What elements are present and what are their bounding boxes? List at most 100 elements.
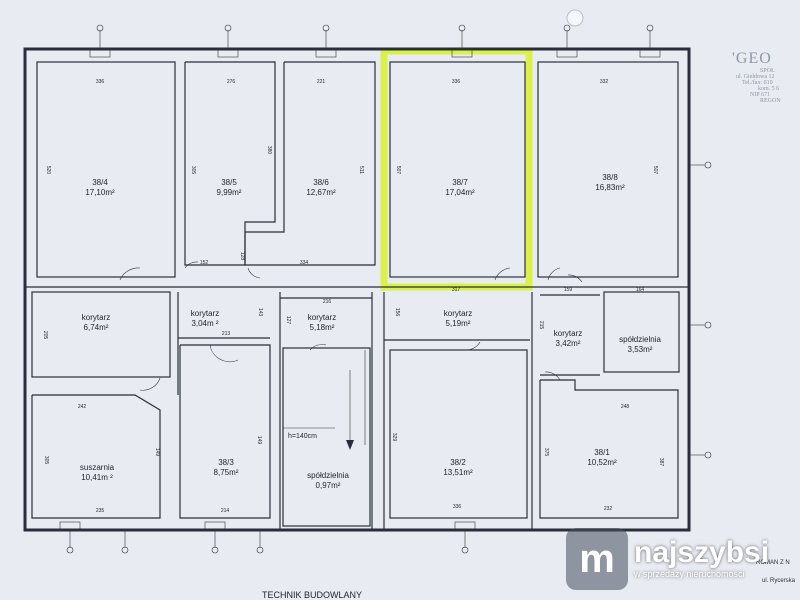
room-area: 0,97m² bbox=[316, 481, 341, 490]
firm-header: 'GEO SPÓŁ ul. Giełdowa 12 Tel./fax: 010 … bbox=[732, 50, 800, 104]
room-area: 17,10m² bbox=[85, 188, 115, 197]
room-label-38-3: 38/38,75m² bbox=[214, 458, 239, 477]
watermark-tagline: w sprzedaży nieruchomości bbox=[634, 569, 745, 579]
dimension-label: 215 bbox=[538, 321, 544, 330]
dimension-label: 248 bbox=[621, 404, 630, 410]
room-label-38-2: 38/213,51m² bbox=[443, 458, 473, 477]
dimension-label: 334 bbox=[300, 260, 309, 266]
room-area: 17,04m² bbox=[445, 188, 475, 197]
spoldzielnia-a-outline bbox=[603, 291, 680, 373]
firm-line: SPÓŁ bbox=[760, 68, 775, 74]
room-area: 10,52m² bbox=[587, 458, 617, 467]
room-name: 38/8 bbox=[602, 173, 618, 182]
room-area: 5,19m² bbox=[446, 319, 471, 328]
room-38-4-outline bbox=[36, 61, 176, 278]
room-area: 16,83m² bbox=[595, 183, 625, 192]
room-name: korytarz bbox=[308, 313, 336, 322]
room-area: 6,74m² bbox=[84, 323, 109, 332]
room-38-6-outline bbox=[244, 61, 376, 266]
dimension-label: 511 bbox=[358, 166, 364, 174]
room-label-38-1: 38/110,52m² bbox=[587, 448, 617, 467]
firm-line: Tel./fax: 010 bbox=[742, 80, 773, 86]
spoldzielnia-b-outline bbox=[282, 347, 371, 527]
room-name: 38/1 bbox=[594, 448, 610, 457]
firm-line: kom. 5 6 bbox=[758, 86, 780, 92]
room-name: suszarnia bbox=[80, 463, 115, 472]
corridor-a-outline bbox=[31, 291, 171, 378]
room-area: 8,75m² bbox=[214, 468, 239, 477]
room-label-38-8: 38/816,83m² bbox=[595, 173, 625, 192]
dimension-label: 329 bbox=[391, 433, 397, 442]
room-name: korytarz bbox=[554, 329, 582, 338]
dimension-label: 380 bbox=[266, 146, 272, 155]
dimension-label: 276 bbox=[227, 79, 236, 85]
dimension-label: 305 bbox=[43, 456, 49, 465]
room-area: 3,42m² bbox=[556, 339, 581, 348]
room-label-38-5: 38/59,99m² bbox=[217, 178, 242, 197]
dimension-label: 221 bbox=[317, 79, 326, 85]
footer-title: TECHNIK BUDOWLANY bbox=[262, 590, 362, 600]
room-name: korytarz bbox=[444, 309, 472, 318]
binder-hole bbox=[566, 9, 584, 27]
stair-height-note: h=140cm bbox=[288, 433, 317, 440]
dimension-label: 387 bbox=[658, 458, 664, 467]
dimension-label: 507 bbox=[652, 166, 658, 175]
dimension-label: 305 bbox=[190, 166, 196, 175]
firm-line: NIP 671 bbox=[750, 92, 770, 98]
room-area: 10,41m ² bbox=[81, 473, 113, 482]
dimension-label: 164 bbox=[636, 287, 645, 293]
dimension-label: 143 bbox=[257, 308, 263, 317]
dimension-label: 317 bbox=[452, 287, 461, 293]
watermark-logo: m najszybsi w sprzedaży nieruchomości bbox=[566, 528, 792, 590]
dimension-label: 375 bbox=[543, 448, 549, 457]
room-name: korytarz bbox=[82, 313, 110, 322]
dimension-label: 149 bbox=[154, 448, 160, 457]
dimension-label: 156 bbox=[394, 308, 400, 317]
firm-name: 'GEO bbox=[732, 50, 772, 67]
room-label-38-6: 38/612,67m² bbox=[306, 178, 336, 197]
room-label-38-4: 38/417,10m² bbox=[85, 178, 115, 197]
room-38-7-outline bbox=[389, 61, 526, 278]
room-38-5-outline bbox=[184, 61, 276, 266]
room-area: 5,18m² bbox=[310, 323, 335, 332]
dimension-label: 507 bbox=[395, 166, 401, 175]
room-area: 3,53m² bbox=[628, 345, 653, 354]
dimension-label: 232 bbox=[604, 506, 613, 512]
outer-wall bbox=[23, 47, 691, 532]
dimension-label: 216 bbox=[323, 299, 332, 305]
stamp-line: ul. Rycerska bbox=[762, 578, 796, 584]
room-name: 38/3 bbox=[218, 458, 234, 467]
room-name: 38/6 bbox=[313, 178, 329, 187]
dimension-label: 152 bbox=[200, 260, 209, 266]
dimension-label: 149 bbox=[256, 436, 262, 445]
stamp-line: ROMAN Z N bbox=[756, 560, 790, 566]
dimension-label: 332 bbox=[600, 79, 609, 85]
dimension-label: 336 bbox=[453, 504, 462, 510]
dimension-label: 242 bbox=[78, 404, 87, 410]
room-name: 38/4 bbox=[92, 178, 108, 187]
dimension-label: 214 bbox=[221, 508, 230, 514]
firm-line: REGON bbox=[760, 98, 781, 104]
room-label-38-7: 38/717,04m² bbox=[445, 178, 475, 197]
firm-line: ul. Giełdowa 12 bbox=[736, 74, 775, 80]
room-name: spółdzielnia bbox=[307, 471, 349, 480]
dimension-label: 127 bbox=[285, 316, 291, 325]
room-name: korytarz bbox=[191, 309, 219, 318]
dimension-label: 520 bbox=[45, 166, 51, 175]
room-name: 38/5 bbox=[221, 178, 237, 187]
watermark-name: najszybsi bbox=[634, 536, 770, 569]
stamp: ROMAN Z N ul. Rycerska bbox=[726, 560, 800, 584]
dimension-label: 336 bbox=[96, 79, 105, 85]
room-38-8-outline bbox=[537, 61, 679, 278]
room-area: 12,67m² bbox=[306, 188, 336, 197]
room-area: 3,04m ² bbox=[191, 319, 218, 328]
watermark-mark-icon: m bbox=[566, 528, 628, 590]
